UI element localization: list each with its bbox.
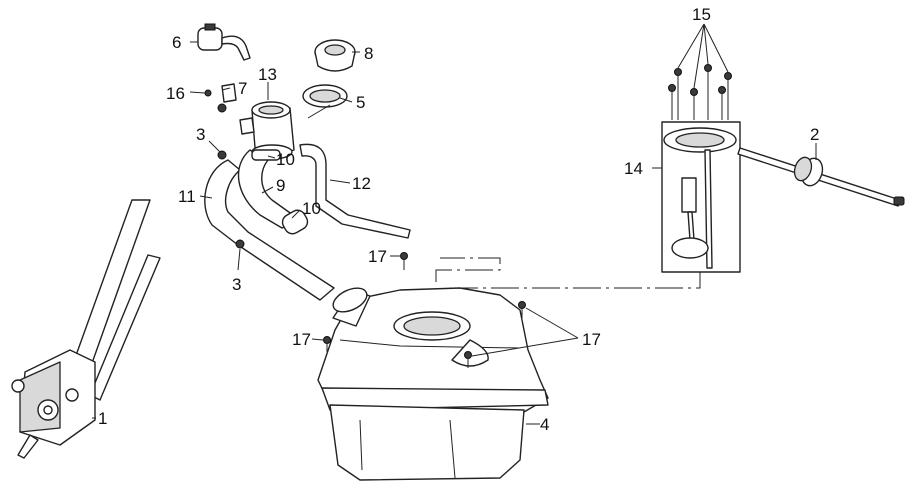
callout-10-top: 10: [276, 150, 295, 169]
callout-17-right: 17: [582, 330, 601, 349]
callout-3-top: 3: [196, 125, 205, 144]
tank-cap: [314, 39, 356, 72]
fuel-tank: [317, 287, 549, 481]
callout-17-top: 17: [368, 247, 387, 266]
breather-valve: [197, 23, 251, 61]
callout-13: 13: [258, 65, 277, 84]
callout-14: 14: [624, 159, 643, 178]
unit-screws: [668, 64, 732, 120]
callout-8: 8: [364, 44, 373, 63]
callout-5: 5: [356, 93, 365, 112]
cap-gasket: [302, 84, 348, 108]
callout-17-left: 17: [292, 330, 311, 349]
bracket-and-screw: [204, 83, 237, 113]
callout-3-bottom: 3: [232, 275, 241, 294]
fuel-hose: [737, 147, 905, 207]
fuel-pump-assembly: [11, 199, 161, 459]
callout-9: 9: [276, 176, 285, 195]
callout-12: 12: [352, 174, 371, 193]
callout-11: 11: [178, 187, 196, 206]
callout-leaders: [92, 23, 817, 425]
assembly-lines: [307, 104, 701, 289]
tank-bolts: [323, 252, 526, 368]
callout-2: 2: [810, 125, 819, 144]
callout-1: 1: [98, 409, 107, 428]
callout-15: 15: [692, 5, 711, 24]
filler-hoses: [204, 143, 411, 301]
fuel-pump-unit: [661, 121, 741, 273]
callout-6: 6: [172, 33, 181, 52]
callout-4: 4: [540, 415, 549, 434]
callout-7: 7: [238, 79, 247, 98]
callout-16: 16: [166, 84, 185, 103]
callout-10-bottom: 10: [302, 199, 321, 218]
